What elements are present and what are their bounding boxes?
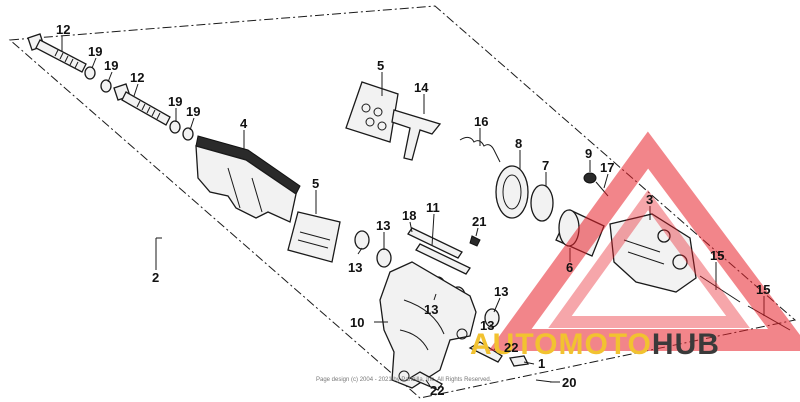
callout-label: 15 [710, 248, 724, 263]
washer-19-b [100, 79, 112, 93]
callout-label: 15 [756, 282, 770, 297]
part-cap-9 [583, 172, 597, 184]
callout-label: 7 [542, 158, 549, 173]
part-caliper-body-3 [609, 213, 697, 293]
callout-label: 22 [504, 340, 518, 355]
part-pad-5-upper [345, 81, 399, 143]
callout-label: 19 [186, 104, 200, 119]
callout-label: 20 [562, 375, 576, 390]
callout-label: 5 [312, 176, 319, 191]
callout-label: 19 [104, 58, 118, 73]
callout-labels: 12 19 19 12 19 19 5 14 4 16 8 7 9 17 3 5… [56, 22, 770, 398]
footer-copyright: Page design (c) 2004 - 2021 by Partzilla… [316, 377, 492, 383]
callout-label: 17 [600, 160, 614, 175]
part-bracket-10 [379, 261, 477, 389]
callout-label: 13 [348, 260, 362, 275]
watermark-brand-part2: HUB [652, 328, 720, 361]
callout-label: 5 [377, 58, 384, 73]
watermark-triangle-inner-icon [548, 189, 750, 328]
part-clip-21 [469, 235, 481, 247]
part-cotter-20 [535, 379, 553, 383]
svg-text:AUTOMOTOHUB: AUTOMOTOHUB [470, 328, 720, 361]
part-ring-7 [530, 184, 554, 222]
callout-label: 6 [566, 260, 573, 275]
part-spring-14 [391, 109, 442, 161]
callout-label: 14 [414, 80, 429, 95]
callout-label: 13 [376, 218, 390, 233]
diagram-frame [8, 5, 797, 399]
part-retainer-11 [415, 243, 471, 275]
watermark-brand-part1: AUTOMOTO [470, 328, 652, 361]
part-bolt-22-a [468, 341, 503, 363]
leader-lines [61, 36, 765, 387]
watermark-triangle-icon [488, 131, 800, 351]
part-pad-5-lower [287, 211, 341, 263]
callout-label: 13 [424, 302, 438, 317]
callout-label: 19 [168, 94, 182, 109]
callout-label: 8 [515, 136, 522, 151]
callout-label: 12 [56, 22, 70, 37]
washer-19-a [84, 66, 96, 80]
callout-label: 4 [240, 116, 248, 131]
callout-label: 19 [88, 44, 102, 59]
part-seal-8 [495, 165, 529, 219]
callout-label: 10 [350, 315, 364, 330]
part-nut-1 [509, 355, 529, 367]
callout-label: 16 [474, 114, 488, 129]
callout-label: 13 [494, 284, 508, 299]
callout-label: 2 [152, 270, 159, 285]
callout-label: 11 [426, 200, 440, 215]
part-cover-4 [195, 135, 301, 223]
part-shim-18 [407, 227, 463, 259]
part-pin-15-a [699, 275, 741, 303]
callout-label: 3 [646, 192, 653, 207]
callout-label: 21 [472, 214, 486, 229]
part-bolt-12-upper [27, 33, 87, 73]
callout-label: 13 [480, 318, 494, 333]
callout-label: 1 [538, 356, 545, 371]
washer-19-d [182, 127, 194, 141]
callout-label: 18 [402, 208, 416, 223]
washer-19-c [169, 120, 181, 134]
part-bolt-22-b [408, 371, 443, 391]
watermark: AUTOMOTOHUB [470, 131, 800, 361]
callout-label: 9 [585, 146, 592, 161]
callout-label: 12 [130, 70, 144, 85]
part-bolt-12-lower [113, 83, 171, 126]
callout-label: 22 [430, 383, 444, 398]
